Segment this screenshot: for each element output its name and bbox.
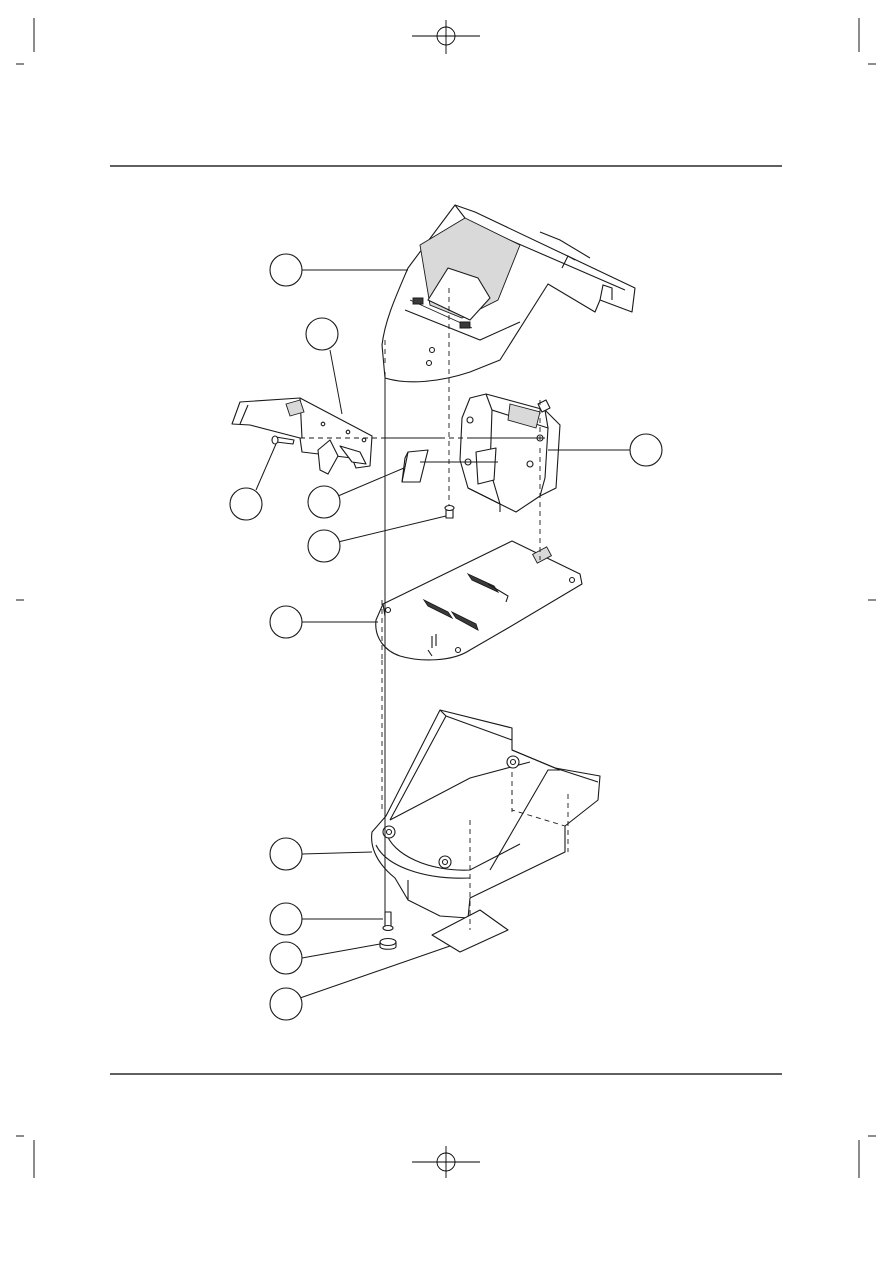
label-sheet-part (432, 910, 508, 952)
registration-mark-bottom (412, 1146, 480, 1178)
mounting-bracket-part (232, 398, 372, 474)
assembly-lines (300, 288, 568, 930)
callout-9 (270, 903, 302, 935)
circuit-board-part (376, 541, 582, 660)
registration-mark-top (412, 20, 480, 54)
tab-clip-part (402, 450, 428, 482)
callout-5 (308, 530, 340, 562)
callout-7 (630, 434, 662, 466)
bottom-screw-part (383, 912, 393, 931)
callout-3 (230, 488, 262, 520)
callout-2 (306, 318, 338, 350)
callout-leaders (256, 270, 630, 998)
screw-center-part (445, 506, 454, 519)
callout-4 (308, 486, 340, 518)
callout-6 (270, 606, 302, 638)
callout-10 (270, 942, 302, 974)
print-mechanism-part (460, 394, 560, 512)
base-housing-part (372, 710, 600, 918)
callouts (230, 254, 662, 1020)
screw-left-part (272, 436, 294, 444)
callout-1 (270, 254, 302, 286)
crop-marks (16, 18, 876, 1178)
rubber-foot-part (380, 939, 396, 950)
top-cover-part (382, 205, 635, 382)
callout-8 (270, 838, 302, 870)
callout-11 (270, 988, 302, 1020)
